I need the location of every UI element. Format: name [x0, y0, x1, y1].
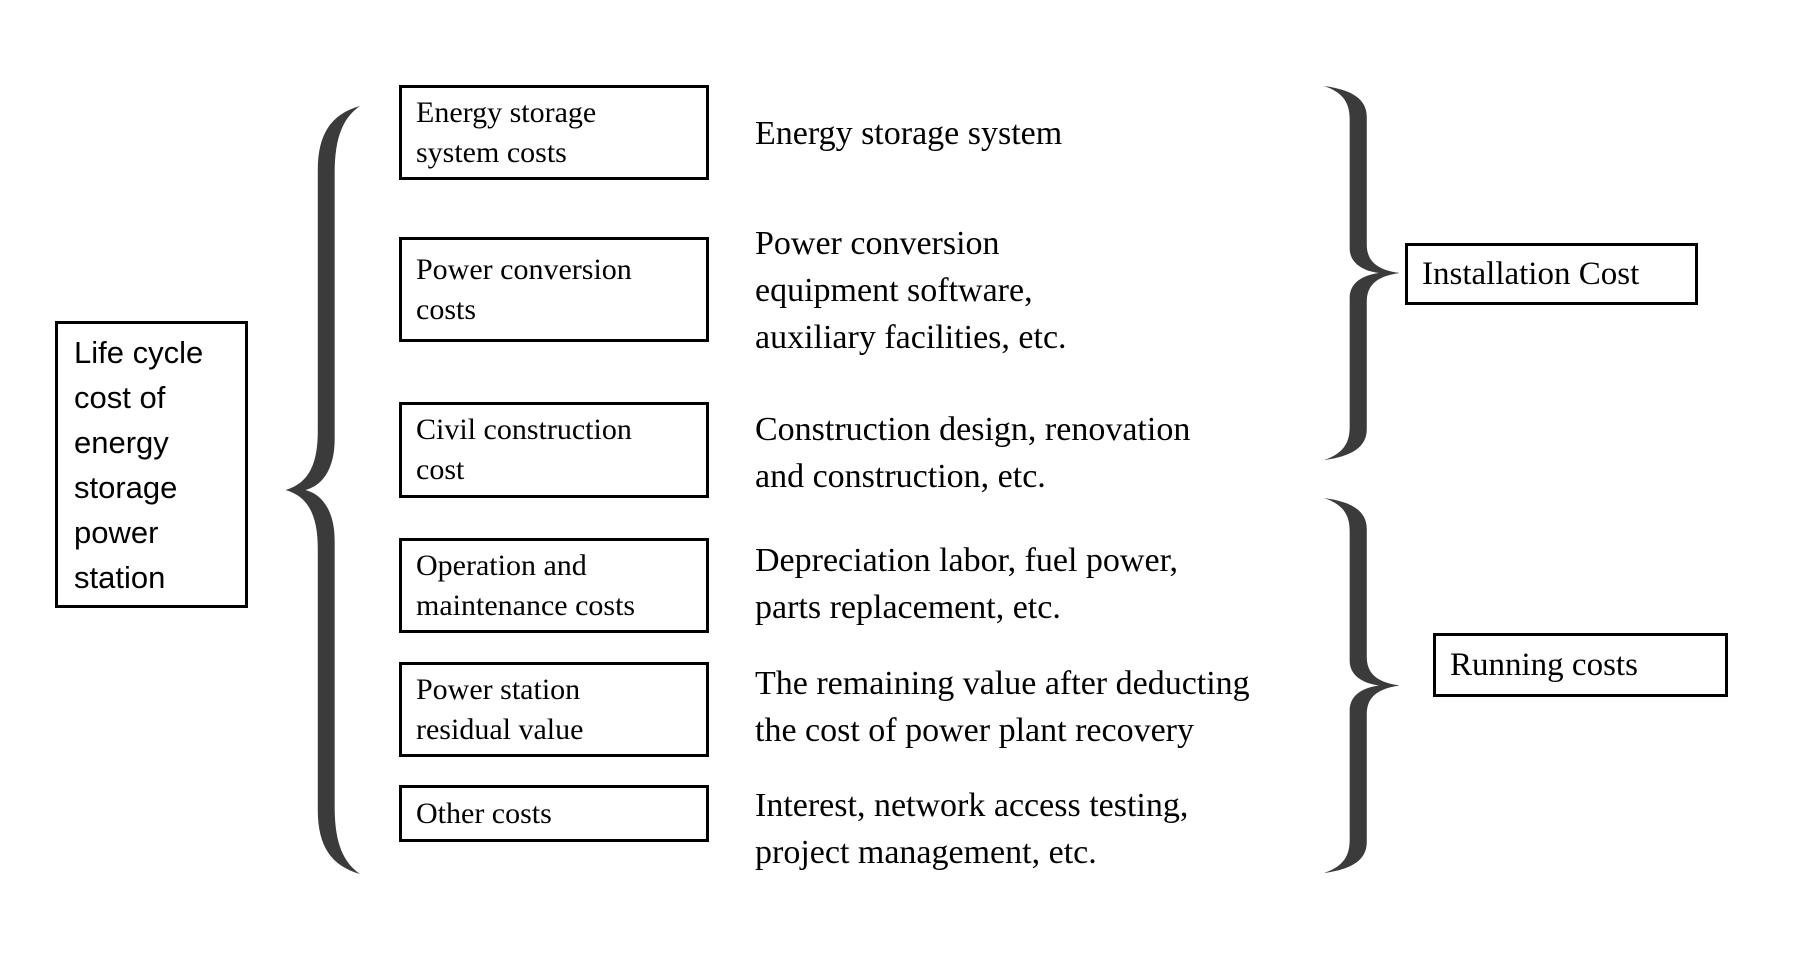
group-box-installation-cost: Installation Cost: [1405, 243, 1698, 305]
item-box-label: Energy storage system costs: [416, 95, 597, 169]
running-costs-brace-icon: [1324, 497, 1401, 874]
description-other-costs: Interest, network access testing, projec…: [755, 787, 1189, 871]
installation-cost-brace-icon: [1324, 85, 1401, 461]
item-box-operation-maintenance-costs: Operation and maintenance costs: [399, 538, 709, 633]
left-grouping-brace-icon: [284, 104, 360, 876]
item-box-power-station-residual-value: Power station residual value: [399, 662, 709, 757]
item-box-other-costs: Other costs: [399, 785, 709, 842]
item-box-energy-storage-system-costs: Energy storage system costs: [399, 85, 709, 180]
root-box-life-cycle-cost: Life cycle cost of energy storage power …: [55, 321, 248, 608]
item-box-label: Operation and maintenance costs: [416, 548, 636, 622]
item-box-label: Power station residual value: [416, 672, 584, 746]
description-energy-storage-system: Energy storage system: [755, 115, 1063, 152]
item-box-label: Power conversion costs: [416, 252, 632, 326]
item-box-label: Other costs: [416, 796, 552, 830]
group-box-label: Installation Cost: [1422, 255, 1640, 292]
group-box-running-costs: Running costs: [1433, 633, 1728, 697]
item-box-label: Civil construction cost: [416, 413, 632, 486]
description-civil-construction: Construction design, renovation and cons…: [755, 411, 1191, 495]
group-box-label: Running costs: [1450, 646, 1638, 683]
item-box-power-conversion-costs: Power conversion costs: [399, 237, 709, 342]
root-box-label: Life cycle cost of energy storage power …: [74, 334, 204, 595]
description-operation-maintenance: Depreciation labor, fuel power, parts re…: [755, 542, 1179, 626]
description-power-station-residual: The remaining value after deducting the …: [755, 665, 1250, 749]
description-power-conversion: Power conversion equipment software, aux…: [755, 225, 1067, 356]
item-box-civil-construction-cost: Civil construction cost: [399, 402, 709, 498]
